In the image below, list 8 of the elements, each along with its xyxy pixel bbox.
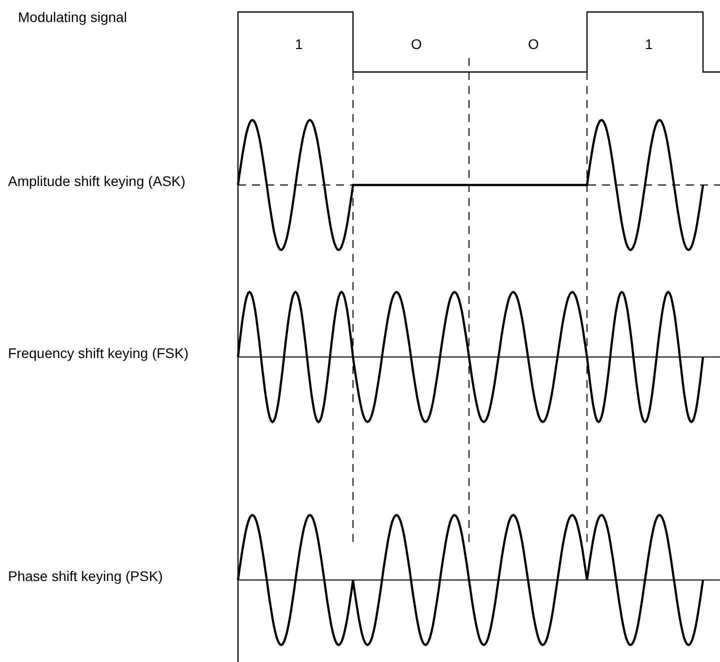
- bit-label: 1: [295, 36, 303, 54]
- row-label: Amplitude shift keying (ASK): [8, 172, 186, 190]
- row-label: Frequency shift keying (FSK): [8, 344, 190, 362]
- bit-label: O: [411, 36, 422, 54]
- bit-label: 1: [645, 36, 653, 54]
- row-label: Phase shift keying (PSK): [8, 567, 164, 586]
- bit-label: O: [528, 36, 539, 54]
- row-label: Modulating signal: [18, 8, 127, 26]
